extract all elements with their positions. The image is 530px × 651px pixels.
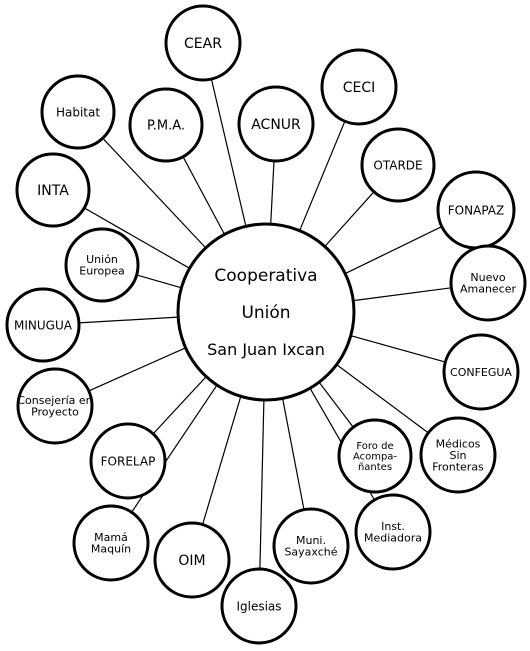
node-circle-inta	[15, 152, 91, 228]
connector-foro-acompanantes	[318, 381, 354, 428]
node-circle-union-europea	[64, 227, 140, 303]
node-circle-mama-maquin	[72, 504, 150, 582]
node-label-iglesias-line-1: Iglesias	[236, 599, 281, 613]
node-habitat: Habitat	[40, 74, 116, 150]
node-minugua: MINUGUA	[5, 287, 81, 363]
node-iglesias: Iglesias	[220, 567, 298, 645]
node-label-acnur-line-1: ACNUR	[251, 117, 301, 133]
node-fonapaz: FONAPAZ	[436, 170, 516, 250]
node-circle-forelap	[89, 422, 167, 500]
node-label-medicos-sin-fronteras-line-2: Sin	[449, 449, 466, 462]
connector-forelap	[152, 376, 207, 435]
connector-otarde	[324, 191, 375, 247]
node-muni-sayaxche: Muni.Sayaxché	[272, 507, 350, 585]
center-circle	[176, 222, 356, 402]
connector-consejeria-en-proyecto	[88, 347, 186, 392]
node-circle-nuevo-amanecer	[449, 244, 527, 322]
node-circle-inst-mediadora	[354, 493, 432, 571]
node-label-muni-sayaxche-line-2: Sayaxché	[284, 546, 337, 559]
node-inta: INTA	[15, 152, 91, 228]
node-acnur: ACNUR	[237, 85, 315, 163]
connector-ceci	[299, 120, 346, 231]
node-circle-pma	[128, 87, 204, 163]
node-circle-foro-acompanantes	[337, 418, 413, 494]
connector-acnur	[270, 160, 275, 225]
node-circle-confegua	[442, 333, 520, 411]
node-label-medicos-sin-fronteras-line-1: Médicos	[436, 437, 481, 450]
center-node: Cooperativa Unión San Juan Ixcan	[176, 222, 356, 402]
node-label-muni-sayaxche-line-1: Muni.	[296, 534, 326, 547]
node-circle-muni-sayaxche	[272, 507, 350, 585]
node-label-union-europea-line-1: Unión	[86, 253, 118, 266]
connector-pma	[182, 156, 226, 235]
node-inst-mediadora: Inst.Mediadora	[354, 493, 432, 571]
connector-minugua	[78, 316, 179, 324]
node-label-mama-maquin-line-1: Mamá	[94, 531, 128, 544]
connector-fonapaz	[344, 226, 443, 275]
node-label-minugua-line-1: MINUGUA	[14, 318, 73, 332]
node-circle-consejeria-en-proyecto	[16, 367, 94, 445]
node-circle-iglesias	[220, 567, 298, 645]
connector-cear	[210, 78, 247, 227]
node-label-nuevo-amanecer-line-1: Nuevo	[470, 271, 505, 284]
node-circle-acnur	[237, 85, 315, 163]
node-label-foro-acompanantes-line-2: Acompa-	[353, 452, 397, 463]
center-label-line-2: Unión	[241, 303, 290, 323]
connector-oim	[202, 396, 242, 525]
node-circle-minugua	[5, 287, 81, 363]
node-label-union-europea-line-2: Europea	[79, 265, 124, 278]
connector-union-europea	[136, 274, 182, 289]
connector-medicos-sin-fronteras	[336, 364, 429, 434]
node-label-consejeria-en-proyecto-line-2: Proyecto	[31, 406, 79, 419]
node-label-foro-acompanantes-line-1: Foro de	[356, 441, 393, 452]
node-confegua: CONFEGUA	[442, 333, 520, 411]
node-circle-cear	[164, 4, 242, 82]
node-label-fonapaz-line-1: FONAPAZ	[448, 203, 504, 217]
node-label-mama-maquin-line-2: Maquín	[91, 543, 131, 556]
node-label-otarde-line-1: OTARDE	[373, 158, 422, 172]
node-label-inst-mediadora-line-2: Mediadora	[364, 532, 422, 545]
node-circle-otarde	[360, 127, 436, 203]
node-circle-medicos-sin-fronteras	[419, 416, 497, 494]
center-label-line-3: San Juan Ixcan	[207, 340, 325, 359]
node-label-medicos-sin-fronteras-line-3: Fronteras	[432, 461, 484, 474]
node-label-cear-line-1: CEAR	[184, 36, 222, 52]
node-label-habitat-line-1: Habitat	[56, 105, 100, 119]
node-pma: P.M.A.	[128, 87, 204, 163]
connector-habitat	[102, 137, 207, 249]
center-label-line-1: Cooperativa	[214, 266, 317, 286]
node-circle-oim	[153, 521, 231, 599]
node-label-forelap-line-1: FORELAP	[101, 454, 156, 468]
node-label-inta-line-1: INTA	[37, 183, 69, 199]
node-circle-habitat	[40, 74, 116, 150]
connector-confegua	[350, 335, 446, 363]
node-ceci: CECI	[320, 48, 398, 126]
node-label-pma-line-1: P.M.A.	[147, 119, 185, 134]
node-label-nuevo-amanecer-line-2: Amanecer	[460, 283, 517, 296]
node-label-ceci-line-1: CECI	[343, 80, 376, 96]
node-label-foro-acompanantes-line-3: ñantes	[358, 462, 392, 473]
connector-inta	[83, 207, 190, 269]
node-label-consejeria-en-proyecto-line-1: Consejería en	[17, 394, 92, 407]
node-otarde: OTARDE	[360, 127, 436, 203]
connector-iglesias	[259, 399, 265, 570]
node-forelap: FORELAP	[89, 422, 167, 500]
node-label-oim-line-1: OIM	[178, 553, 205, 569]
connector-muni-sayaxche	[282, 398, 305, 510]
node-circle-ceci	[320, 48, 398, 126]
node-cear: CEAR	[164, 4, 242, 82]
node-label-confegua-line-1: CONFEGUA	[450, 366, 512, 379]
connector-nuevo-amanecer	[353, 287, 452, 302]
node-oim: OIM	[153, 521, 231, 599]
node-label-inst-mediadora-line-1: Inst.	[381, 520, 405, 533]
